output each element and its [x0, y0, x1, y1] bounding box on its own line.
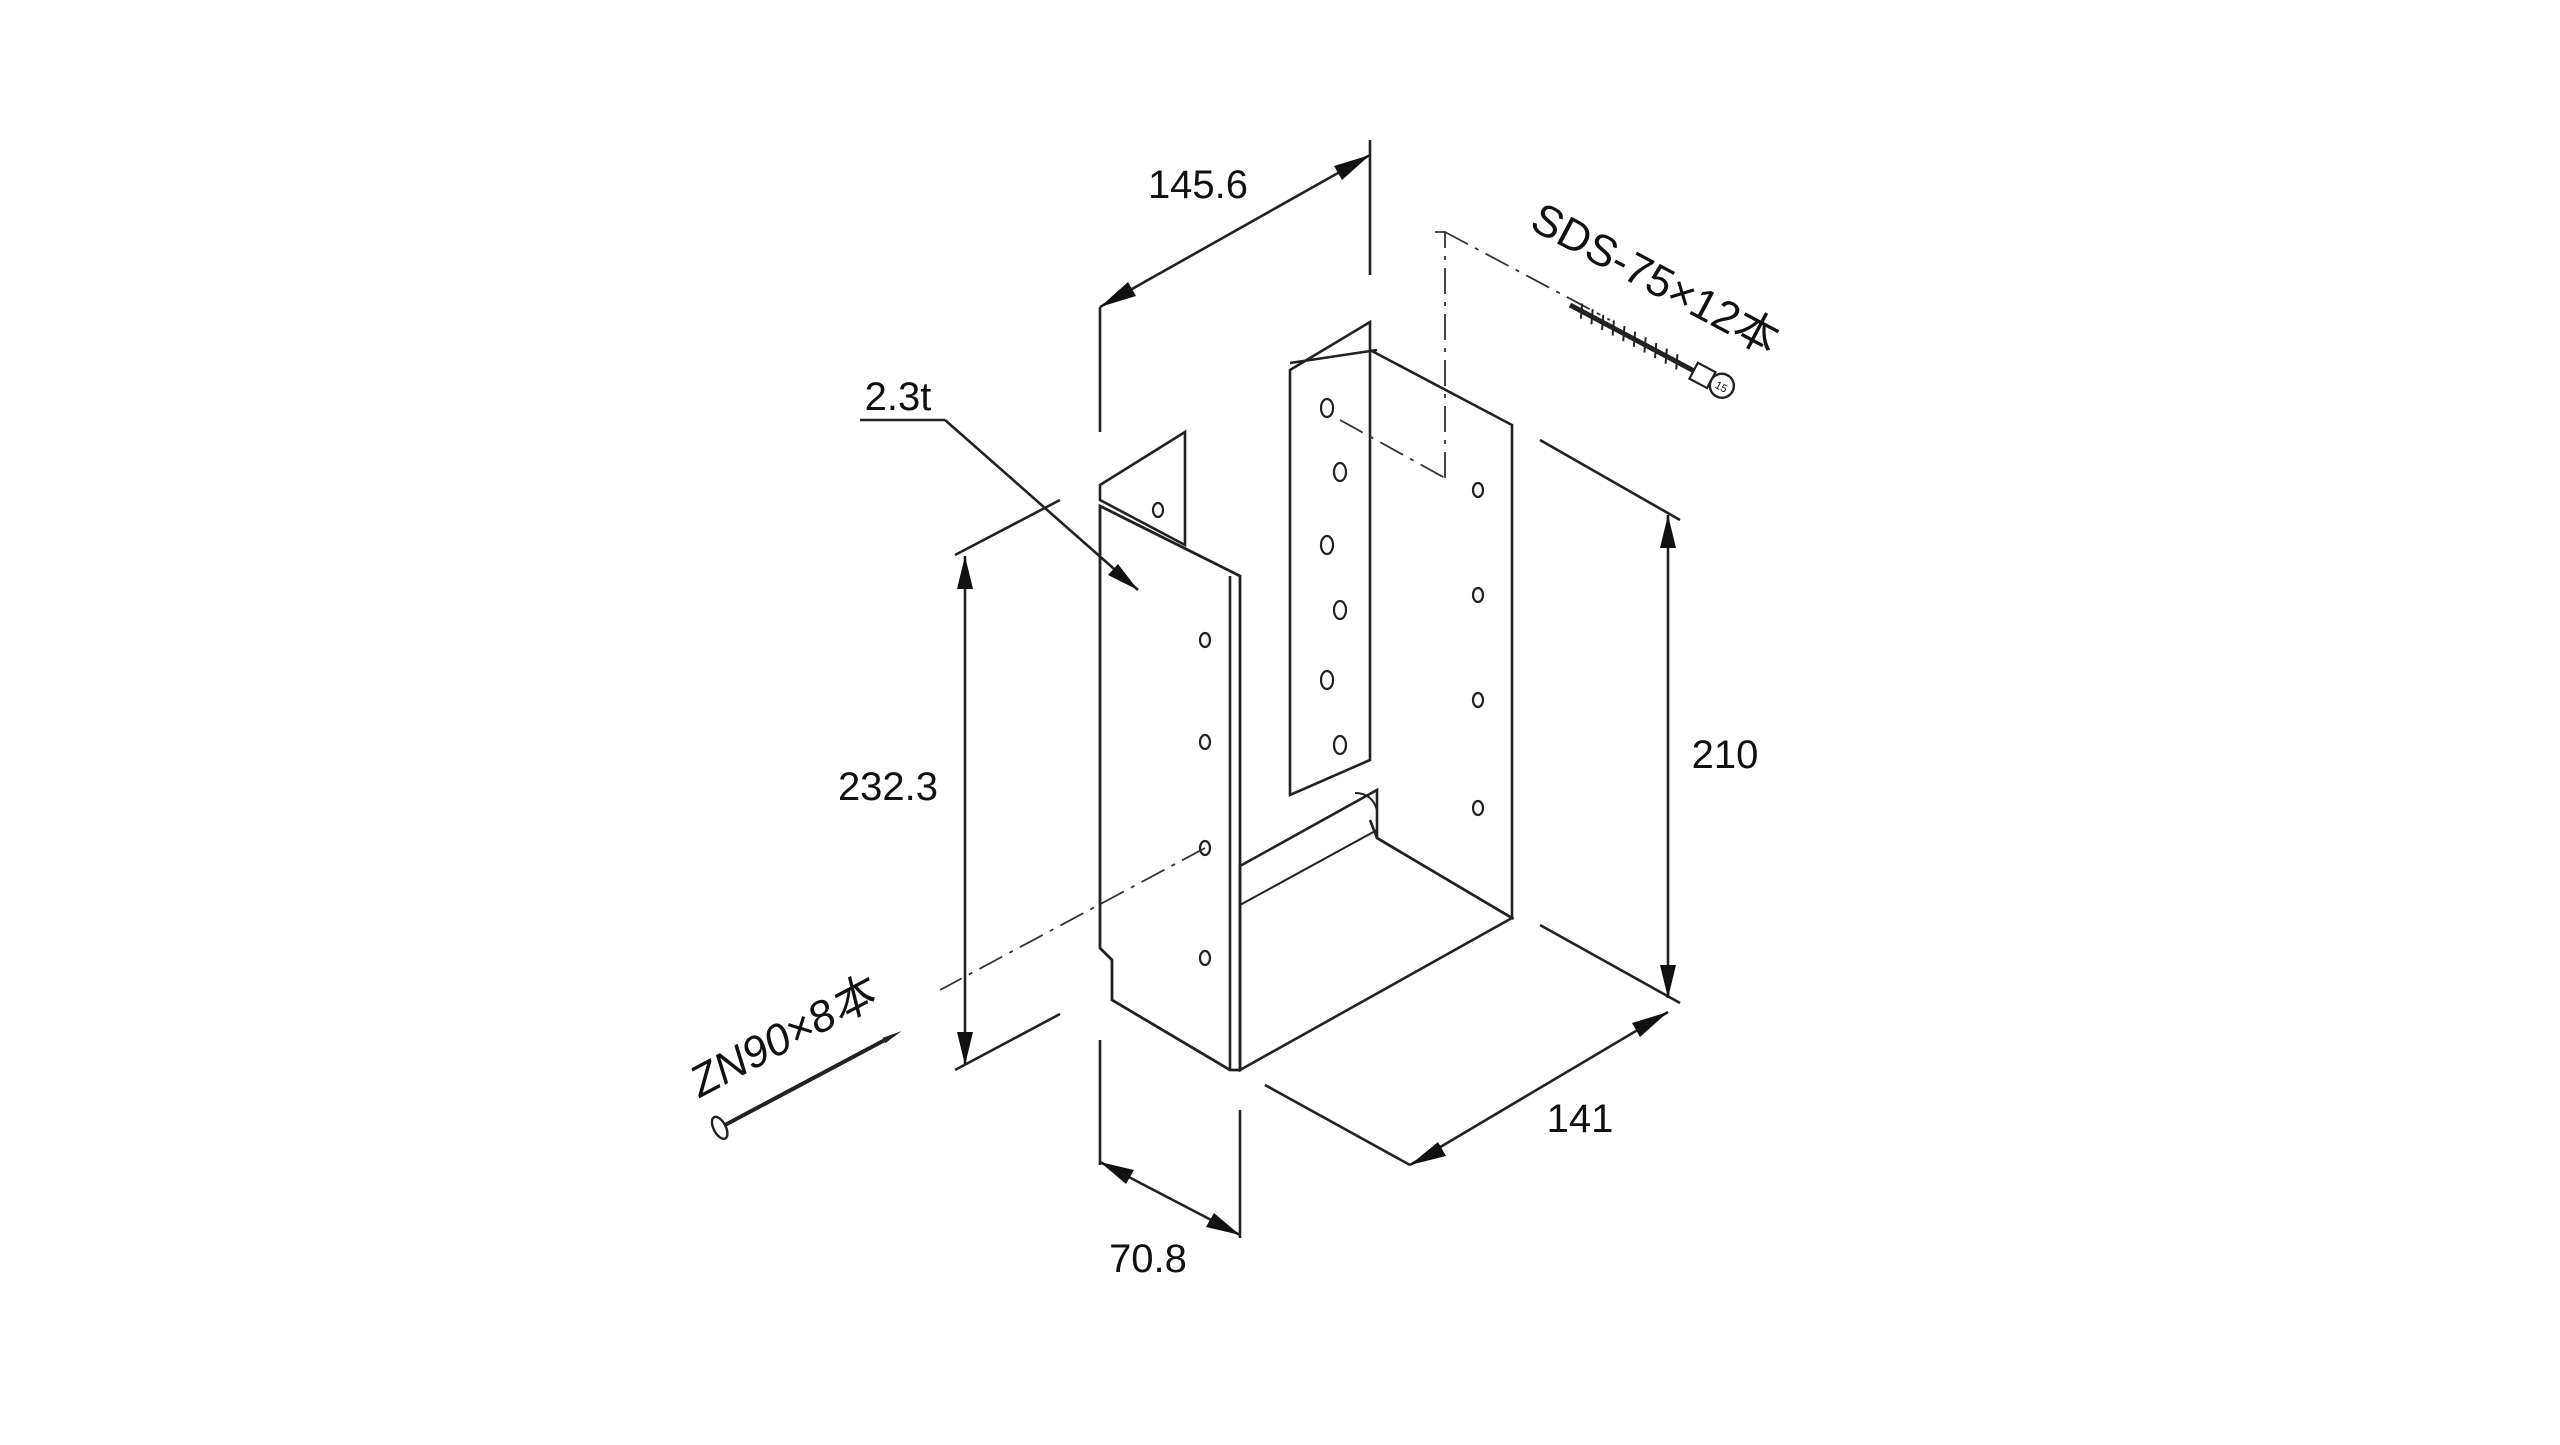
hole — [1332, 734, 1348, 756]
hole — [1319, 397, 1335, 419]
seat-fold — [1354, 792, 1378, 811]
dim-depth: 141 — [1264, 1010, 1669, 1167]
hanger-holes — [1151, 397, 1485, 967]
hole — [1198, 949, 1212, 967]
screw-leader — [1435, 231, 1446, 478]
hole — [1332, 461, 1348, 483]
hole — [1471, 799, 1485, 817]
hole — [1471, 586, 1485, 604]
dim-thickness: 2.3t — [860, 375, 1139, 591]
dim-front-height: 232.3 — [838, 498, 1061, 1072]
hole — [1319, 534, 1335, 556]
front-left-plate — [1098, 503, 1242, 1072]
dim-top-width: 145.6 — [1098, 140, 1372, 432]
dim-back-height: 210 — [1539, 438, 1759, 1005]
screw-hole-leader — [1339, 419, 1446, 479]
hole — [1471, 691, 1485, 709]
screw-label: SDS-75×12本 — [1523, 194, 1787, 365]
hole — [1332, 599, 1348, 621]
svg-text:15: 15 — [1713, 379, 1729, 395]
hole — [1471, 481, 1485, 499]
front-height-label: 232.3 — [838, 765, 938, 809]
hole — [1319, 669, 1335, 691]
screw-callout: 15 SDS-75×12本 — [1339, 194, 1787, 479]
back-small-flange — [1098, 429, 1187, 548]
back-right-plate — [1368, 348, 1514, 921]
hanger-body — [1098, 319, 1515, 1073]
nail-label: ZN90×8本 — [681, 966, 887, 1107]
hole — [1151, 501, 1165, 519]
back-left-flange — [1288, 319, 1372, 797]
depth-label: 141 — [1547, 1097, 1614, 1141]
hole — [1198, 733, 1212, 751]
screw-icon: 15 — [1568, 302, 1736, 399]
channel-seat — [1238, 787, 1515, 1073]
back-height-label: 210 — [1692, 733, 1759, 777]
flange-width-label: 70.8 — [1109, 1237, 1187, 1281]
top-width-label: 145.6 — [1148, 163, 1248, 207]
thickness-label: 2.3t — [865, 375, 932, 419]
nail-axis — [939, 847, 1206, 991]
seat-inner-edge — [1239, 829, 1378, 906]
dim-flange-width: 70.8 — [1098, 1040, 1242, 1281]
hole — [1198, 631, 1212, 649]
nail-callout: ZN90×8本 — [681, 847, 1206, 1140]
nail-icon — [710, 1031, 902, 1140]
